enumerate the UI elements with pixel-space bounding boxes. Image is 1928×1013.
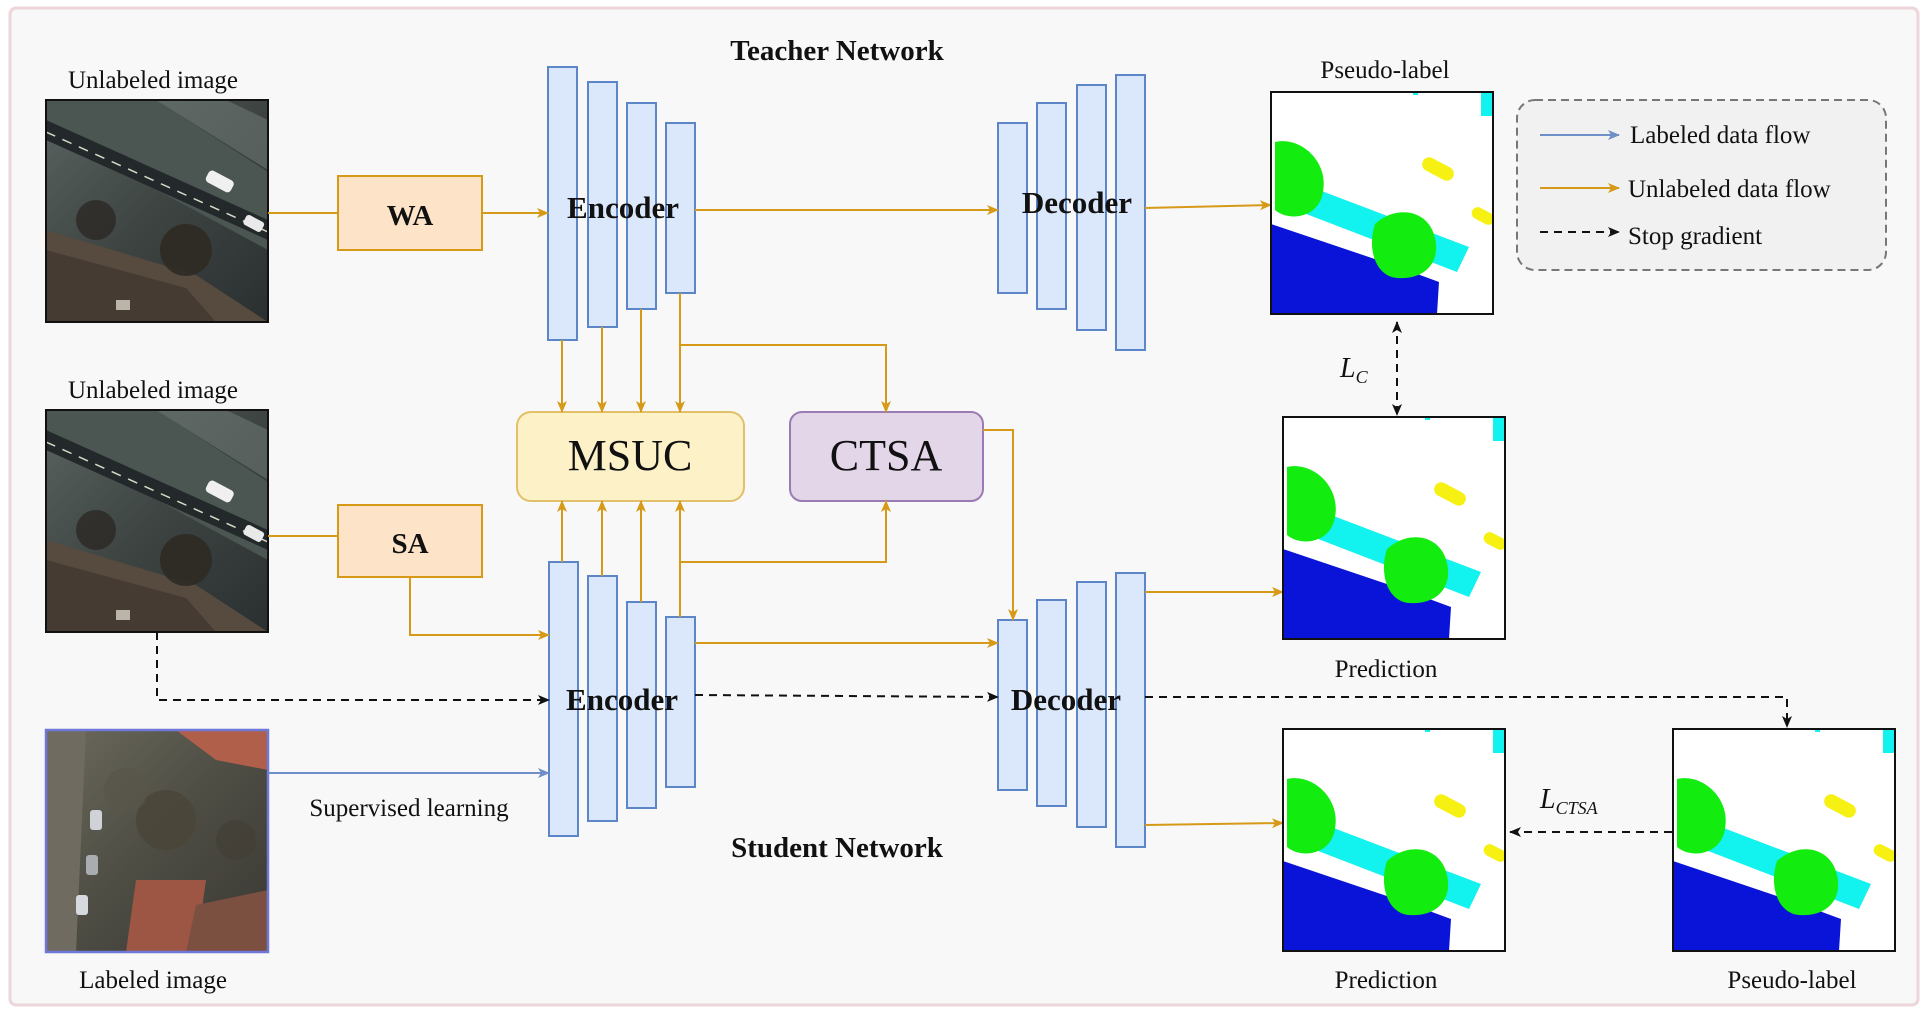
prediction-bottom-map xyxy=(1282,728,1509,952)
teacher-network-title: Teacher Network xyxy=(730,35,944,67)
unlabeled-flow-arrows xyxy=(268,200,1284,829)
teacher-decoder-label: Decoder xyxy=(1022,185,1132,220)
teacher-encoder-label: Encoder xyxy=(567,190,679,225)
pseudo-label-top-label: Pseudo-label xyxy=(1320,57,1449,84)
strong-augmentation-box xyxy=(337,504,483,578)
msuc-label: MSUC xyxy=(568,431,693,480)
student-encoder-layer-3 xyxy=(626,601,657,809)
prediction-bottom-label: Prediction xyxy=(1335,967,1438,994)
teacher-decoder-layer-2 xyxy=(1036,102,1067,310)
labeled-image xyxy=(44,728,270,954)
msuc-module xyxy=(516,411,745,502)
student-decoder-label: Decoder xyxy=(1011,682,1121,717)
student-network-title: Student Network xyxy=(731,832,944,864)
teacher-decoder xyxy=(997,74,1146,351)
pseudo-label-bottom-map xyxy=(1672,728,1899,952)
student-encoder-label: Encoder xyxy=(566,682,678,717)
unlabeled-image-label-2: Unlabeled image xyxy=(68,377,238,404)
ctsa-label: CTSA xyxy=(830,431,943,480)
strong-augmentation-label: SA xyxy=(391,528,428,560)
teacher-decoder-layer-4 xyxy=(1115,74,1146,351)
student-decoder-layer-4 xyxy=(1115,572,1146,848)
legend-unlabeled-label: Unlabeled data flow xyxy=(1628,176,1831,203)
legend: Labeled data flow Unlabeled data flow St… xyxy=(1516,99,1887,271)
unlabeled-image-label-1: Unlabeled image xyxy=(68,67,238,94)
pseudo-label-top-map xyxy=(1270,91,1497,315)
weak-augmentation-label: WA xyxy=(387,200,434,232)
student-encoder xyxy=(548,561,696,837)
prediction-mid-map xyxy=(1282,416,1509,640)
unlabeled-image-1 xyxy=(45,99,269,323)
labeled-image-label: Labeled image xyxy=(79,967,227,994)
student-encoder-layer-2 xyxy=(587,575,618,822)
unlabeled-image-2 xyxy=(45,409,269,633)
stop-gradient-arrows xyxy=(156,321,1792,837)
legend-stop-gradient-label: Stop gradient xyxy=(1628,223,1762,250)
ctsa-loss-label: LCTSA xyxy=(1539,784,1599,818)
teacher-decoder-layer-1 xyxy=(997,122,1028,294)
student-decoder-layer-2 xyxy=(1036,599,1067,807)
prediction-mid-label: Prediction xyxy=(1335,656,1438,683)
teacher-decoder-layer-3 xyxy=(1076,84,1107,331)
pseudo-label-bottom-label: Pseudo-label xyxy=(1727,967,1856,994)
student-decoder-layer-3 xyxy=(1076,581,1107,828)
teacher-encoder-layer-3 xyxy=(626,102,657,310)
supervised-learning-label: Supervised learning xyxy=(309,795,509,822)
teacher-encoder-layer-4 xyxy=(665,122,696,294)
teacher-encoder-layer-2 xyxy=(587,81,618,328)
legend-labeled-label: Labeled data flow xyxy=(1630,122,1810,149)
consistency-loss-label: LC xyxy=(1339,353,1369,387)
